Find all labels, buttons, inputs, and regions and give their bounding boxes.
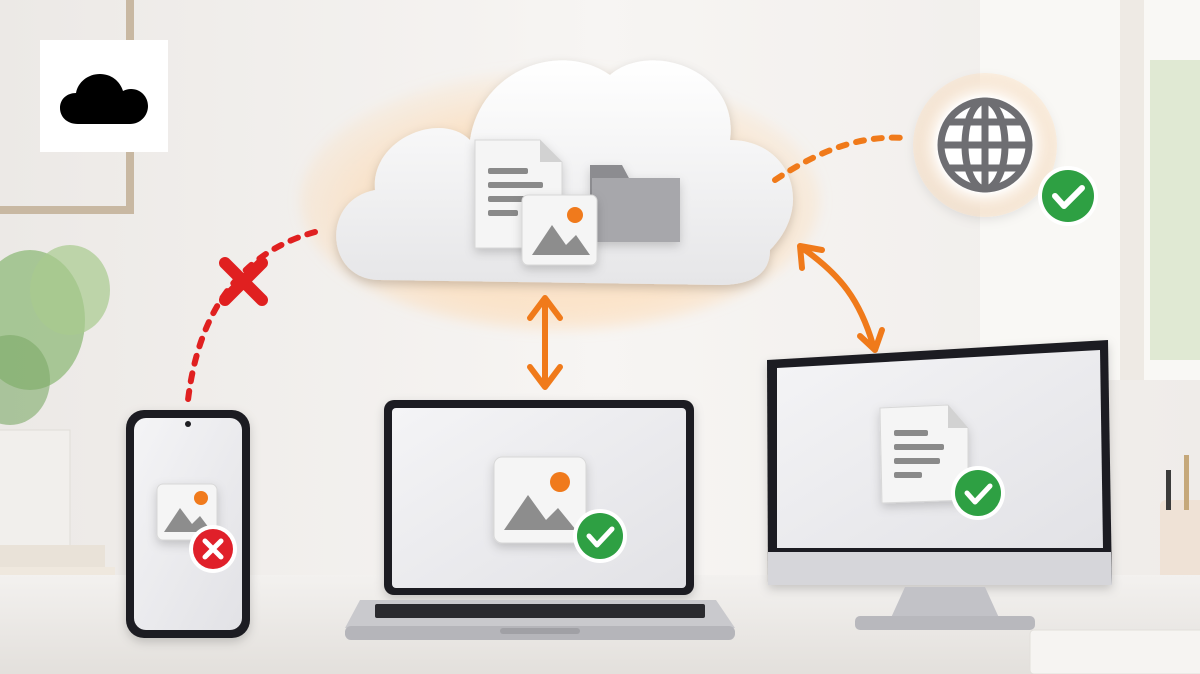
cloud-image-icon [521, 194, 598, 266]
phone-error-x-icon [189, 525, 237, 573]
laptop [345, 400, 735, 640]
phone-image-icon [156, 483, 218, 541]
laptop-image-icon [493, 456, 587, 544]
cloud-folder-icon [590, 165, 680, 242]
window-foliage [1150, 60, 1200, 360]
window-frame [1120, 0, 1144, 380]
web-link-line [772, 134, 908, 183]
monitor-sync-arrow [797, 243, 885, 353]
disconnect-x-icon [219, 257, 268, 306]
laptop-sync-arrow [527, 295, 563, 390]
laptop-success-check-icon [573, 509, 627, 563]
desktop-monitor [767, 340, 1112, 630]
notebook [1029, 629, 1200, 674]
logo [40, 40, 168, 152]
globe-success-check-icon [1038, 166, 1098, 226]
smartphone [126, 410, 250, 638]
books [0, 545, 105, 567]
connection-lines [185, 134, 908, 403]
globe-icon [937, 97, 1033, 193]
monitor-document-icon [879, 404, 969, 504]
plant [0, 245, 110, 551]
web-globe [913, 73, 1098, 226]
cloud-icon [60, 74, 148, 124]
central-cloud [300, 60, 820, 330]
monitor-success-check-icon [951, 466, 1005, 520]
